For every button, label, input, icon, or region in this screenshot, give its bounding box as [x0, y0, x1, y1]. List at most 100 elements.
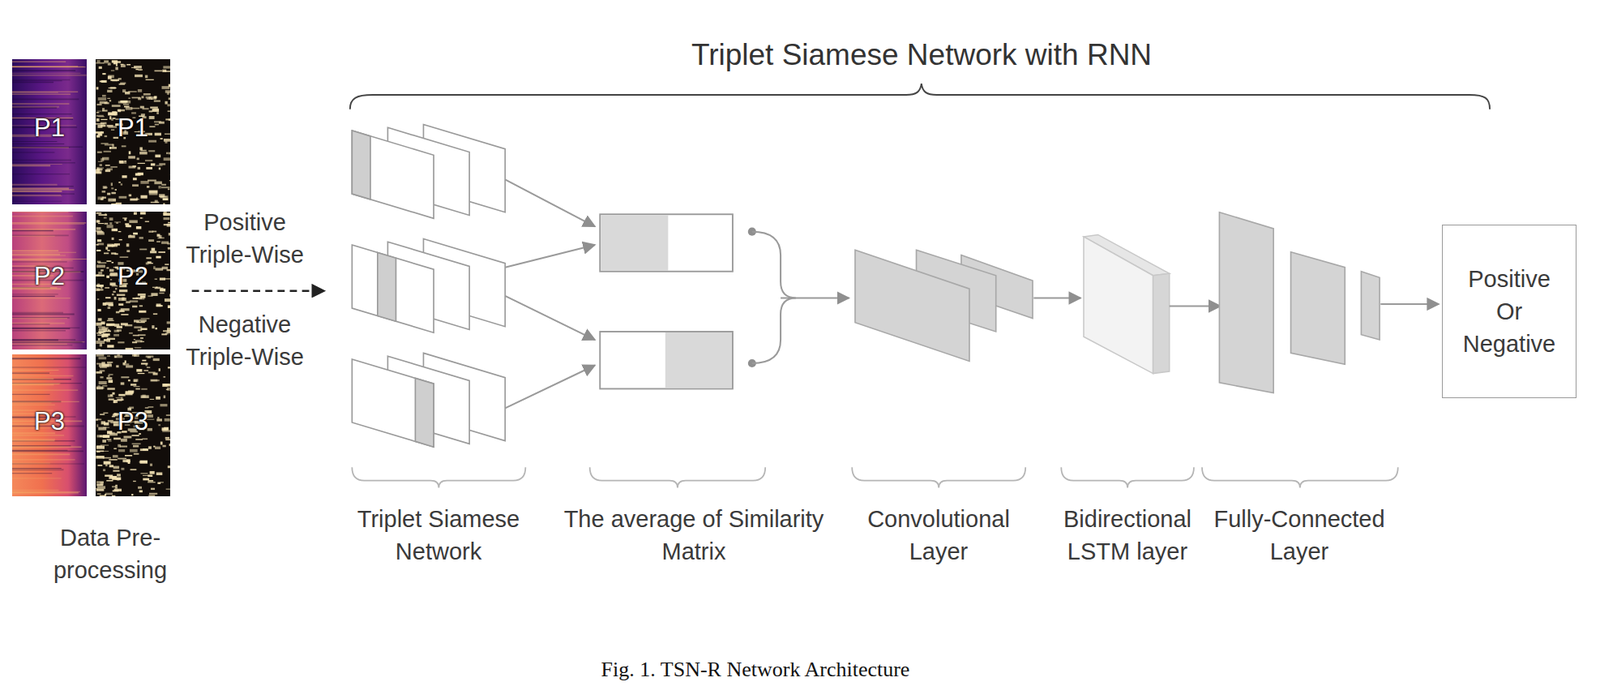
spectrogram-speck	[100, 286, 103, 289]
harmonic-line	[12, 173, 70, 175]
spectrogram-speck	[148, 149, 155, 152]
spectrogram-speck	[168, 152, 171, 155]
spectrogram-speck	[134, 346, 142, 348]
spectrogram-speck	[146, 185, 150, 188]
spectrogram-speck	[166, 103, 171, 107]
spectrogram-speck	[154, 446, 161, 450]
spectrogram-speck	[145, 166, 153, 170]
spectrogram-speck	[167, 222, 171, 223]
flow-arrow	[504, 365, 595, 409]
harmonic-line	[12, 341, 85, 343]
spectrogram-speck	[98, 337, 101, 341]
spectrogram-speck	[146, 366, 150, 368]
spectrogram-speck	[124, 324, 133, 326]
spectrogram-speck	[140, 460, 148, 464]
harmonic-line	[12, 446, 82, 448]
spectrogram-speck	[156, 303, 162, 307]
spectrogram-speck	[110, 282, 116, 286]
spectrogram-speck	[132, 442, 142, 445]
title-bracket	[350, 83, 1490, 109]
harmonic-line	[12, 400, 61, 403]
spectrogram-speck	[106, 323, 115, 326]
harmonic-line	[12, 375, 74, 377]
spectrogram-speck	[149, 250, 157, 253]
spectrogram-speck	[155, 256, 161, 259]
harmonic-line	[12, 444, 71, 446]
spectrogram-ground	[12, 59, 87, 205]
harmonic-line	[12, 102, 69, 104]
spectrogram-speck	[128, 235, 136, 238]
spectrogram-speck	[129, 299, 138, 303]
flow-label: Negative Triple-Wise	[167, 308, 322, 373]
output-box: Positive Or Negative	[1441, 224, 1577, 398]
harmonic-line	[12, 491, 81, 493]
spectrogram-speck	[147, 481, 156, 483]
harmonic-line	[12, 327, 80, 329]
harmonic-line	[12, 66, 86, 68]
spectrogram-speck	[119, 83, 125, 85]
spectrogram-speck	[125, 106, 133, 111]
feature-map	[351, 244, 434, 333]
spectrogram-speck	[111, 477, 121, 480]
harmonic-line	[12, 341, 82, 343]
spectrogram-speck	[162, 329, 171, 332]
spectrogram-speck	[98, 330, 106, 333]
spectrogram-speck	[105, 492, 113, 496]
spectrogram-speck	[118, 449, 125, 452]
spectrogram-speck	[126, 243, 130, 247]
spectrogram-speck	[162, 203, 165, 205]
spectrogram-speck	[115, 484, 118, 486]
spectrogram-tile: P1	[95, 59, 171, 205]
harmonic-line	[12, 468, 65, 471]
spectrogram-speck	[106, 438, 112, 441]
feature-map	[351, 359, 434, 447]
spectrogram-speck	[166, 152, 169, 155]
spectrogram-speck	[161, 183, 167, 186]
spectrogram-speck	[125, 364, 133, 368]
spectrogram-speck	[111, 237, 115, 240]
spectrogram-speck	[148, 262, 154, 264]
spectrogram-speck	[150, 487, 155, 490]
spectrogram-speck	[126, 64, 131, 66]
spectrogram-speck	[151, 248, 156, 252]
spectrogram-speck	[96, 265, 106, 269]
spectrogram-speck	[158, 423, 161, 426]
spectrogram-speck	[119, 160, 128, 163]
harmonic-line	[12, 378, 72, 381]
spectrogram-speck	[162, 444, 166, 448]
spectrogram-speck	[154, 181, 162, 185]
spectrogram-speck	[119, 256, 129, 258]
spectrogram-speck	[96, 118, 100, 122]
spectrogram-speck	[97, 59, 101, 63]
spectrogram-speck	[99, 413, 105, 415]
spectrogram-speck	[107, 323, 112, 326]
spectrogram-speck	[163, 427, 169, 431]
spectrogram-speck	[132, 480, 137, 482]
harmonic-line	[12, 462, 85, 464]
spectrogram-speck	[103, 59, 109, 62]
spectrogram-speck	[160, 137, 163, 140]
spectrogram-speck	[155, 396, 161, 400]
spectrogram-speck	[156, 165, 163, 167]
spectrogram-speck	[101, 333, 108, 338]
spectrogram-speck	[113, 400, 116, 403]
spectrogram-speck	[108, 379, 114, 383]
spectrogram-speck	[96, 111, 99, 113]
harmonic-line	[12, 98, 79, 100]
harmonic-line	[12, 382, 60, 385]
spectrogram-speck	[121, 175, 127, 178]
spectrogram-speck	[108, 397, 115, 400]
spectrogram-speck	[106, 98, 111, 99]
spectrogram-speck	[111, 111, 116, 113]
spectrogram-speck	[113, 437, 121, 441]
spectrogram-speck	[102, 302, 107, 306]
harmonic-line	[12, 297, 71, 299]
spectrogram-speck	[109, 274, 116, 276]
spectrogram-speck	[97, 124, 103, 129]
spectrogram-speck	[130, 383, 137, 386]
spectrogram-speck	[100, 342, 103, 347]
spectrogram-speck	[131, 493, 133, 496]
similarity-fill	[600, 214, 668, 270]
spectrogram-speck	[141, 359, 146, 362]
spectrogram-speck	[148, 479, 155, 482]
